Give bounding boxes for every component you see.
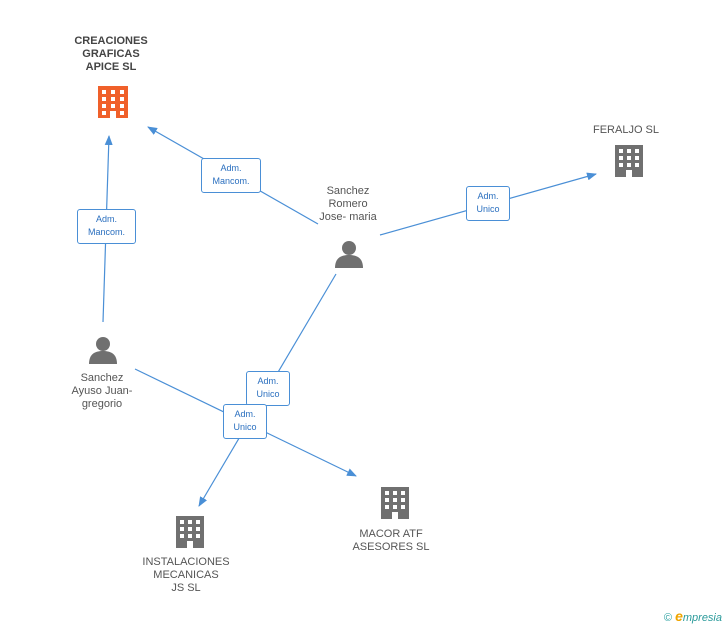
edge-label-ayuso-macor[interactable]: Adm. Unico [223,404,267,439]
edge-label-ayuso-creaciones[interactable]: Adm. Mancom. [77,209,136,244]
building-icon[interactable] [381,487,409,519]
building-icon[interactable] [176,516,204,548]
brand-footer: © empresia [664,608,722,624]
person-label-sanchez-romero[interactable]: Sanchez Romero Jose- maria [319,185,377,223]
edge-label-romero-creaciones[interactable]: Adm. Mancom. [201,158,261,193]
building-icon[interactable] [615,145,643,177]
person-label-sanchez-ayuso[interactable]: Sanchez Ayuso Juan- gregorio [71,372,133,410]
company-label-macor[interactable]: MACOR ATF ASESORES SL [352,528,430,553]
building-icon[interactable] [98,86,128,118]
person-icon[interactable] [335,241,363,268]
company-label-instalaciones[interactable]: INSTALACIONES MECANICAS JS SL [142,556,230,594]
person-icon[interactable] [89,337,117,364]
company-label-creaciones[interactable]: CREACIONES GRAFICAS APICE SL [74,35,148,73]
edge-label-romero-feraljo[interactable]: Adm. Unico [466,186,510,221]
copyright-icon: © [663,612,673,624]
brand-logo-letter: e [675,608,683,624]
edge-label-romero-instalaciones[interactable]: Adm. Unico [246,371,290,406]
company-label-feraljo[interactable]: FERALJO SL [592,124,660,136]
brand-logo-text: mpresia [682,612,722,624]
